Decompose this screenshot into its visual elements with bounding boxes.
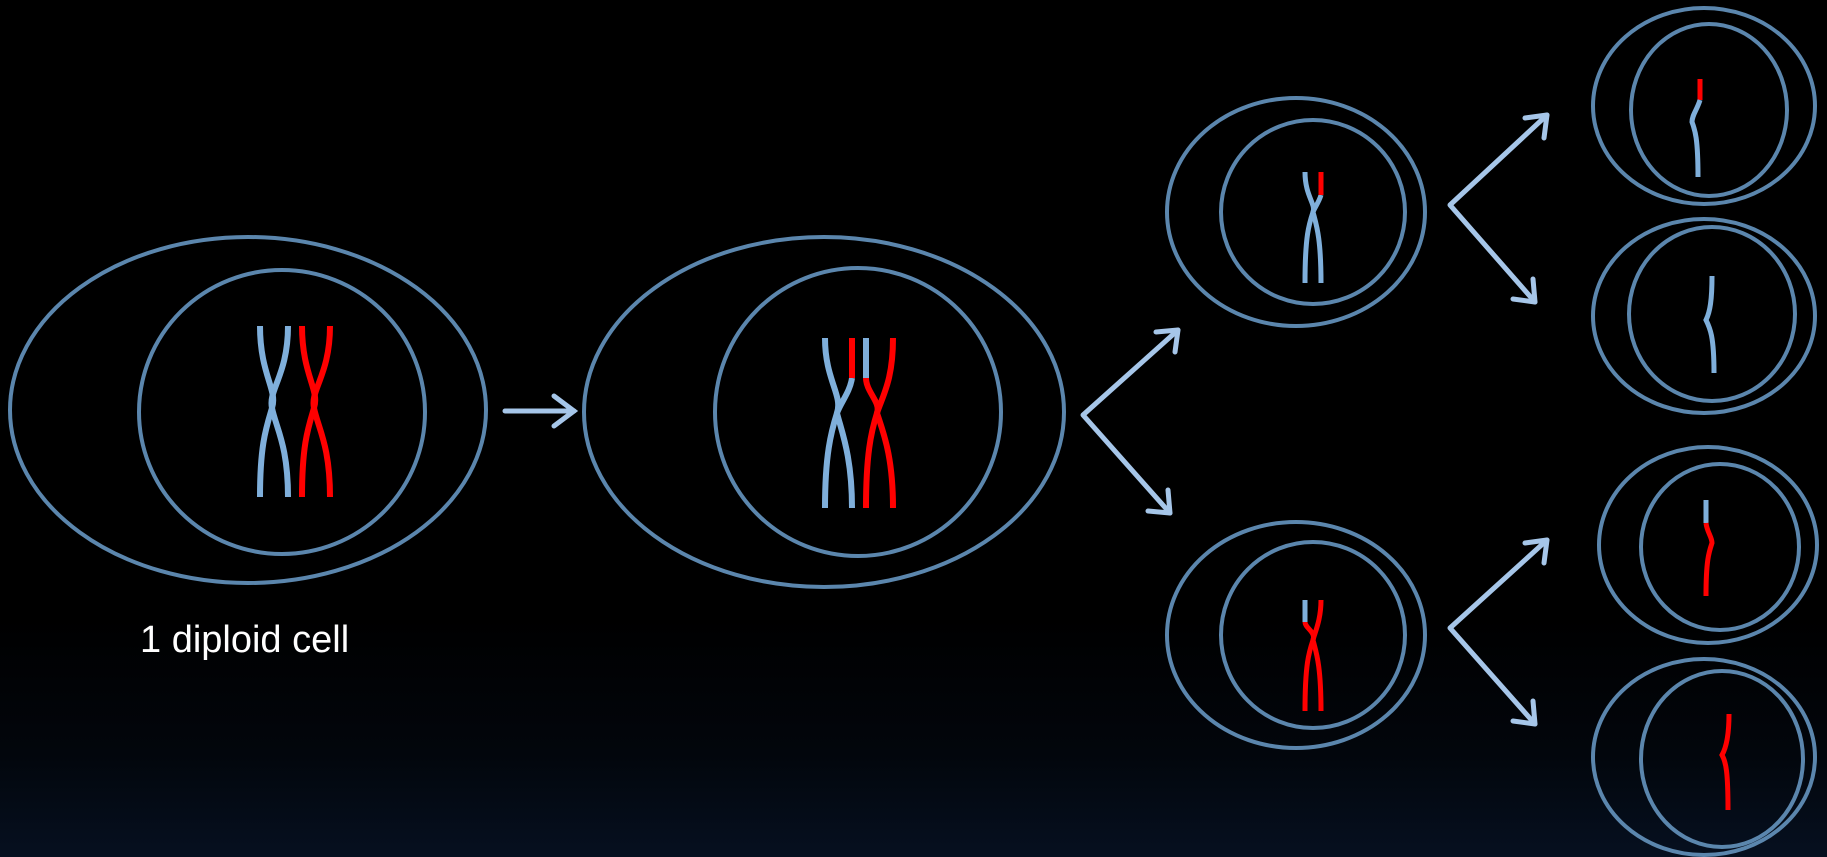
chromosome-red-bluetip xyxy=(1302,599,1324,712)
chromatid-blue xyxy=(1703,275,1717,374)
nucleus-membrane xyxy=(713,266,1003,558)
cell-crossing-over xyxy=(582,235,1066,589)
nucleus-membrane xyxy=(1639,462,1801,632)
chromosome-red-recombined xyxy=(863,337,896,509)
cell-membrane xyxy=(1165,520,1427,750)
cell-membrane xyxy=(1165,96,1427,328)
chromosome-blue xyxy=(257,325,291,498)
cell-gamete-1 xyxy=(1591,6,1817,206)
nucleus-membrane xyxy=(137,268,427,556)
chromosome-red xyxy=(299,325,333,498)
cell-membrane xyxy=(582,235,1066,589)
chromosome-blue-recombined xyxy=(822,337,855,509)
arrow-split-2 xyxy=(1447,112,1550,305)
chromatid-red-bluetip xyxy=(1703,500,1715,597)
nucleus-membrane xyxy=(1219,118,1407,306)
arrow-split-3 xyxy=(1447,537,1550,727)
arrow-right xyxy=(502,393,579,429)
nucleus-membrane xyxy=(1629,22,1789,198)
nucleus-membrane xyxy=(1639,669,1805,849)
cell-membrane xyxy=(1591,6,1817,206)
chromatid-red xyxy=(1719,713,1732,811)
cell-gamete-4 xyxy=(1591,657,1817,857)
cell-gamete-3 xyxy=(1597,445,1819,645)
cell-gamete-2 xyxy=(1591,217,1817,415)
cell-caption: 1 diploid cell xyxy=(140,619,350,661)
cell-membrane xyxy=(1591,657,1817,857)
cell-daughter-top xyxy=(1165,96,1427,328)
cell-membrane xyxy=(8,235,488,585)
nucleus-membrane xyxy=(1219,540,1407,730)
cell-membrane xyxy=(1597,445,1819,645)
nucleus-membrane xyxy=(1627,225,1797,403)
chromosome-blue-redtip xyxy=(1302,171,1324,284)
arrow-split-1 xyxy=(1080,327,1181,516)
cell-diploid xyxy=(8,235,488,585)
cell-daughter-bottom xyxy=(1165,520,1427,750)
chromatid-blue-redtip xyxy=(1689,79,1703,178)
cell-membrane xyxy=(1591,217,1817,415)
